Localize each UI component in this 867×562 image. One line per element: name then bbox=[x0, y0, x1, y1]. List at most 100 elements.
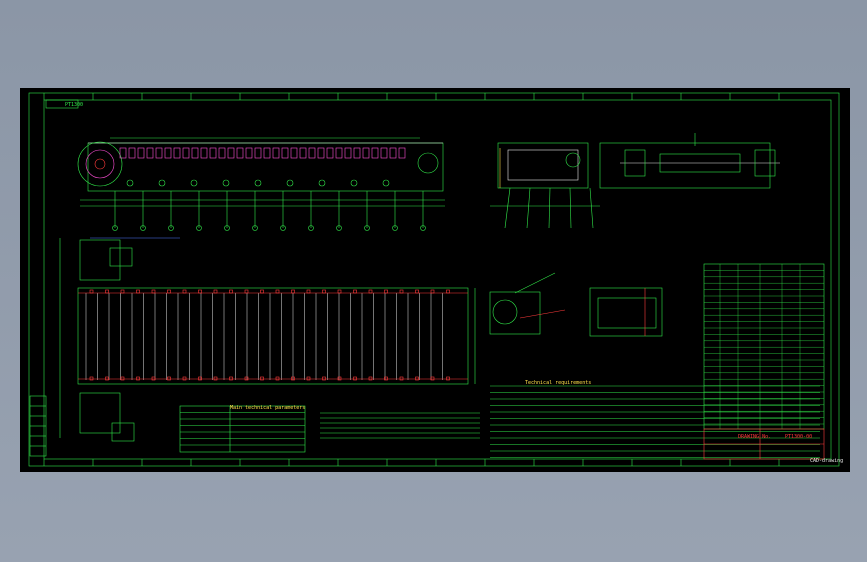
chain-pin bbox=[368, 289, 373, 294]
support-bolt bbox=[254, 179, 262, 187]
chain-pin bbox=[89, 289, 94, 294]
chain-pin bbox=[151, 289, 156, 294]
drive-unit-top bbox=[79, 239, 121, 281]
chain-pin bbox=[182, 289, 187, 294]
chain-pin bbox=[322, 376, 326, 381]
tech-notes-heading: Technical requirements bbox=[525, 380, 592, 386]
end-view-frame bbox=[497, 142, 589, 189]
chain-pin bbox=[244, 376, 249, 381]
chain-pin bbox=[244, 289, 249, 294]
plan-view-frame bbox=[77, 287, 469, 385]
part-balloon bbox=[168, 225, 174, 231]
chain-pin bbox=[105, 289, 109, 294]
chain-link bbox=[245, 147, 253, 159]
chain-pin bbox=[151, 376, 156, 381]
head-shaft bbox=[94, 158, 106, 170]
chain-pin bbox=[136, 376, 140, 381]
chain-pin bbox=[368, 376, 373, 381]
inner-frame bbox=[43, 99, 832, 460]
chain-link bbox=[272, 147, 280, 159]
chain-pin bbox=[399, 376, 404, 381]
leader-line bbox=[526, 187, 531, 229]
chain-link bbox=[380, 147, 388, 159]
part-balloon bbox=[364, 225, 370, 231]
title-block-code: PT1300-00 bbox=[785, 434, 813, 440]
chain-pin bbox=[306, 376, 311, 381]
cad-drawing bbox=[28, 92, 840, 467]
part-balloon bbox=[392, 225, 398, 231]
support-bolt bbox=[382, 179, 390, 187]
chain-pin bbox=[353, 289, 357, 294]
chain-pin bbox=[198, 289, 202, 294]
chain-pin bbox=[260, 289, 264, 294]
chain-link bbox=[209, 147, 217, 159]
chain-link bbox=[335, 147, 343, 159]
chain-link bbox=[344, 147, 352, 159]
chain-pin bbox=[399, 289, 404, 294]
chain-pin bbox=[446, 289, 450, 294]
chain-pin bbox=[430, 289, 435, 294]
tail-sprocket bbox=[417, 152, 439, 174]
support-bolt bbox=[126, 179, 134, 187]
support-bolt bbox=[158, 179, 166, 187]
chain-pin bbox=[337, 376, 342, 381]
outer-frame bbox=[28, 92, 840, 467]
chain-link bbox=[371, 147, 379, 159]
end-view-body bbox=[507, 149, 579, 181]
detail-b-frame bbox=[589, 287, 663, 337]
chain-link bbox=[236, 147, 244, 159]
support-bolt bbox=[190, 179, 198, 187]
chain-link bbox=[281, 147, 289, 159]
cad-drawing-sheet: PT1300 Technical requirements Main techn… bbox=[20, 88, 850, 472]
chain-pin bbox=[182, 376, 187, 381]
spec-table bbox=[179, 405, 306, 453]
chain-link bbox=[254, 147, 262, 159]
chain-link bbox=[227, 147, 235, 159]
part-balloon bbox=[420, 225, 426, 231]
parts-list bbox=[703, 263, 825, 430]
part-balloon bbox=[196, 225, 202, 231]
drum bbox=[659, 153, 741, 173]
chain-pin bbox=[291, 376, 295, 381]
part-balloon bbox=[336, 225, 342, 231]
chain-pin bbox=[120, 289, 125, 294]
chain-pin bbox=[430, 376, 435, 381]
chain-pin bbox=[415, 289, 419, 294]
gear-motor-bottom bbox=[111, 422, 135, 442]
chain-link bbox=[290, 147, 298, 159]
chain-pin bbox=[229, 376, 233, 381]
chain-pin bbox=[384, 289, 388, 294]
support-bolt bbox=[286, 179, 294, 187]
leader-line bbox=[514, 272, 556, 294]
end-view-bearing bbox=[565, 152, 581, 168]
chain-link bbox=[218, 147, 226, 159]
chain-link bbox=[155, 147, 163, 159]
chain-pin bbox=[306, 289, 311, 294]
chain-pin bbox=[213, 376, 218, 381]
chain-pin bbox=[213, 289, 218, 294]
chain-link bbox=[128, 147, 136, 159]
chain-link bbox=[362, 147, 370, 159]
chain-link bbox=[326, 147, 334, 159]
chain-link bbox=[119, 147, 127, 159]
chain-pin bbox=[291, 289, 295, 294]
chain-pin bbox=[446, 376, 450, 381]
chain-link bbox=[263, 147, 271, 159]
chain-link bbox=[389, 147, 397, 159]
chain-pin bbox=[89, 376, 94, 381]
chain-pin bbox=[260, 376, 264, 381]
chain-link bbox=[146, 147, 154, 159]
chain-pin bbox=[136, 289, 140, 294]
chain-link bbox=[137, 147, 145, 159]
chain-link bbox=[353, 147, 361, 159]
leader-line bbox=[504, 187, 511, 229]
chain-pin bbox=[120, 376, 125, 381]
chain-pin bbox=[229, 289, 233, 294]
chain-pin bbox=[275, 289, 280, 294]
chain-pin bbox=[415, 376, 419, 381]
chain-link bbox=[317, 147, 325, 159]
chain-link bbox=[398, 147, 406, 159]
drive-unit-bottom bbox=[79, 392, 121, 434]
detail-a-frame bbox=[489, 291, 541, 335]
chain-link bbox=[308, 147, 316, 159]
